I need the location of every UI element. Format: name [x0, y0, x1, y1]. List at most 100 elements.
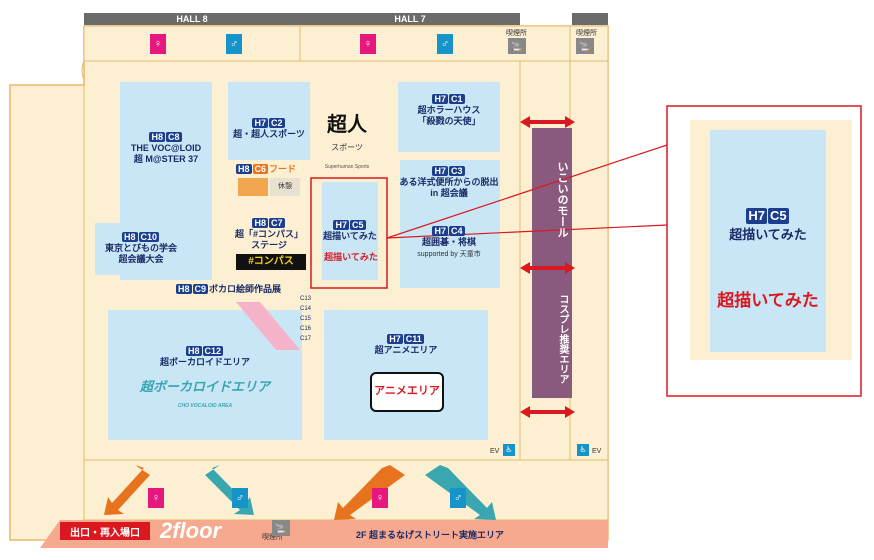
- booth-name: 超囲碁・将棋: [421, 237, 476, 247]
- tag-c16: C16: [300, 326, 312, 332]
- vocaloid-logo-en: CHO VOCALOID AREA: [177, 403, 233, 409]
- booth-c5-block: [322, 182, 378, 280]
- booth-c10-block: [95, 223, 187, 275]
- booth-code: C7: [269, 218, 285, 228]
- callout-logo: 超描いてみた: [717, 291, 819, 310]
- logo-main: 超人: [327, 114, 367, 136]
- booth-code: C12: [202, 346, 224, 356]
- tag-c13: C13: [300, 296, 312, 302]
- arrow-bottom: [520, 406, 575, 418]
- smoking-label-top-right: 喫煙所: [576, 30, 597, 37]
- compass-logo: #コンパス: [236, 254, 306, 270]
- hall-code: H7: [333, 220, 349, 230]
- smoking-icon: 🚬: [576, 38, 594, 54]
- orange-arrow-right: [334, 465, 405, 520]
- smoking-label-top: 喫煙所: [506, 30, 527, 37]
- hall-code: H8: [252, 218, 268, 228]
- callout-booth-code: C5: [768, 208, 789, 224]
- booth-sponsor: supported by 天童市: [417, 251, 481, 258]
- booth-code: C5: [350, 220, 366, 230]
- male-restroom-icon: ♂: [437, 34, 453, 54]
- booth-name: ある洋式便所からの脱出: [399, 177, 499, 187]
- hall-8-bar: HALL 8: [84, 13, 300, 25]
- smoking-label-bottom: 喫煙所: [262, 534, 283, 541]
- orange-arrow-left: [104, 465, 150, 515]
- hall-code: H7: [432, 166, 448, 176]
- booth-code: C10: [138, 232, 160, 242]
- smoking-icon: 🚬: [272, 520, 290, 536]
- corridor-top-label: いこいのモール: [556, 160, 568, 238]
- tag-c14: C14: [300, 306, 312, 312]
- booth-code: C8: [166, 132, 182, 142]
- hall-code: H8: [185, 346, 202, 356]
- booth-name: 超ホラーハウス: [417, 105, 481, 115]
- tag-c15: C15: [300, 316, 312, 322]
- callout-title: 超描いてみた: [729, 227, 807, 242]
- wheelchair-icon: ♿: [503, 444, 515, 456]
- anime-area-logo: アニメエリア: [370, 372, 444, 412]
- arrow-top: [520, 116, 575, 128]
- booth-name: 超アニメエリア: [374, 345, 438, 355]
- booth-name: 超描いてみた: [323, 231, 377, 241]
- female-restroom-icon: ♀: [360, 34, 376, 54]
- vocaloid-logo-text: 超ボーカロイドエリア: [140, 379, 271, 394]
- booth-name: フード: [269, 164, 297, 174]
- female-restroom-icon: ♀: [372, 488, 388, 508]
- logo-sub: スポーツ: [331, 143, 363, 152]
- hall-code: H8: [121, 232, 138, 242]
- male-restroom-icon: ♂: [450, 488, 466, 508]
- rest-block: [270, 178, 300, 196]
- booth-name: 超・超人スポーツ: [233, 129, 305, 139]
- booth-name-2: 超 M@STER 37: [133, 154, 199, 164]
- superhuman-logo: 超人 スポーツ Superhuman Sports: [312, 108, 382, 173]
- hall-7-bar: HALL 7: [300, 13, 520, 25]
- tag-c17: C17: [300, 336, 312, 342]
- booth-name-2: 超会議大会: [118, 254, 164, 264]
- exit-bg: [60, 522, 150, 540]
- ev-label-left: EV: [490, 448, 500, 455]
- booth-c1-block: [398, 82, 500, 152]
- booth-code: C11: [403, 334, 424, 344]
- callout-hall-code: H7: [746, 208, 767, 224]
- hall-code: H8: [176, 284, 192, 294]
- c5-logo: 超描いてみた: [324, 252, 378, 262]
- wheelchair-icon: ♿: [577, 444, 589, 456]
- hall-6-bar-stub: [572, 13, 608, 25]
- booth-name-2: in 超会議: [430, 188, 468, 198]
- food-block: [238, 178, 268, 196]
- vocaloid-logo: 超ボーカロイドエリア CHO VOCALOID AREA: [140, 376, 270, 410]
- hall-code: H7: [387, 334, 403, 344]
- hall-code: H7: [252, 118, 268, 128]
- street-bar: [40, 520, 608, 548]
- male-restroom-icon: ♂: [232, 488, 248, 508]
- booth-code: C2: [269, 118, 285, 128]
- female-restroom-icon: ♀: [148, 488, 164, 508]
- street-label: 2F 超まるなげストリート実施エリア: [356, 530, 505, 540]
- booth-code: C4: [449, 226, 465, 236]
- booth-code: C9: [192, 284, 209, 294]
- exit-label: 出口・再入場口: [70, 528, 140, 539]
- c5-highlight-box: [310, 177, 388, 289]
- booth-name-2: ステージ: [251, 240, 287, 250]
- hall-code: H8: [149, 132, 165, 142]
- booth-name: ボカロ絵師作品展: [209, 284, 282, 294]
- floor-label: 2floor: [160, 518, 222, 543]
- booth-name-2: 「殺戮の天使」: [417, 116, 481, 126]
- booth-name: 超ボーカロイドエリア: [159, 357, 250, 367]
- smoking-icon: 🚬: [508, 38, 526, 54]
- booth-c3c4-block: [400, 160, 500, 288]
- booth-name: 超「#コンパス」: [234, 229, 303, 239]
- hall-code: H7: [432, 226, 448, 236]
